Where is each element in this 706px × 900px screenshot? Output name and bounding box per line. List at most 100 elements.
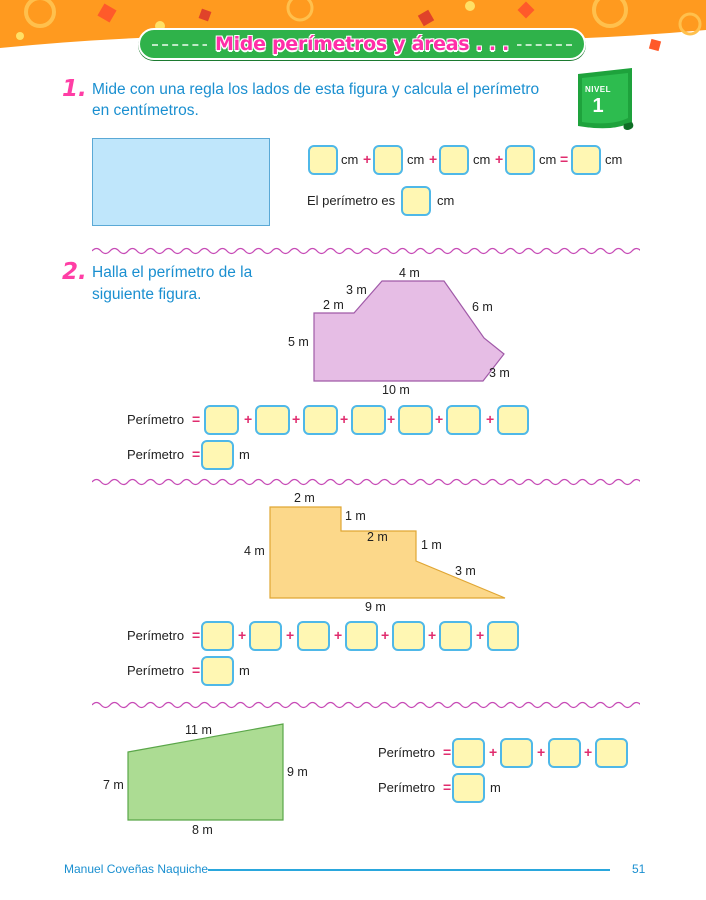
- fig-a-box-3[interactable]: [303, 405, 338, 435]
- fig-a-step: 2 m: [323, 298, 344, 312]
- fig-c-box-4[interactable]: [595, 738, 628, 768]
- q1-side-box-2[interactable]: [373, 145, 403, 175]
- wave-divider: [92, 701, 640, 709]
- fig-b-bottom: 9 m: [365, 600, 386, 614]
- fig-a-plus-5: +: [435, 411, 444, 427]
- q1-plus-1: +: [363, 151, 372, 167]
- q1-result-unit: cm: [437, 193, 455, 208]
- fig-a-perimeter-label: Perímetro: [127, 412, 185, 427]
- fig-c-result-box[interactable]: [452, 773, 485, 803]
- fig-b-box-5[interactable]: [392, 621, 425, 651]
- fig-c-right: 9 m: [287, 765, 308, 779]
- q1-side-box-1[interactable]: [308, 145, 338, 175]
- fig-b-box-4[interactable]: [345, 621, 378, 651]
- fig-c-perimeter-label: Perímetro: [378, 745, 436, 760]
- fig-c-plus-3: +: [584, 744, 593, 760]
- q1-result-box[interactable]: [401, 186, 431, 216]
- fig-c-box-3[interactable]: [548, 738, 581, 768]
- fig-a-box-4[interactable]: [351, 405, 386, 435]
- fig-c-left: 7 m: [103, 778, 124, 792]
- question-2-text-line1: Halla el perímetro de la: [92, 264, 253, 281]
- fig-a-equals: =: [192, 411, 201, 427]
- fig-b-box-3[interactable]: [297, 621, 330, 651]
- q1-unit-3: cm: [473, 152, 491, 167]
- fig-c-equals-2: =: [443, 779, 452, 795]
- fig-b-slant: 3 m: [455, 564, 476, 578]
- q1-rectangle: [92, 138, 270, 226]
- q1-unit-2: cm: [407, 152, 425, 167]
- fig-c-box-2[interactable]: [500, 738, 533, 768]
- fig-b-plus-3: +: [334, 627, 343, 643]
- q1-side-box-4[interactable]: [505, 145, 535, 175]
- question-1-text-line2: en centímetros.: [92, 102, 199, 119]
- fig-a-plus-4: +: [387, 411, 396, 427]
- nivel-label: NIVEL: [584, 85, 612, 94]
- fig-b-top: 2 m: [294, 491, 315, 505]
- question-2-number: 2.: [62, 259, 87, 285]
- q1-unit-5: cm: [605, 152, 623, 167]
- fig-b-plus-6: +: [476, 627, 485, 643]
- footer-author: Manuel Coveñas Naquiche: [64, 862, 209, 876]
- fig-c-box-1[interactable]: [452, 738, 485, 768]
- page-title: Mide perímetros y áreas . . .: [206, 33, 517, 55]
- fig-b-result-box[interactable]: [201, 656, 234, 686]
- fig-b-result-unit: m: [239, 663, 250, 678]
- title-banner: Mide perímetros y áreas . . .: [138, 28, 586, 60]
- q1-sum-box[interactable]: [571, 145, 601, 175]
- fig-b-equals-2: =: [192, 662, 201, 678]
- fig-a-right-upper: 6 m: [472, 300, 493, 314]
- fig-a-box-2[interactable]: [255, 405, 290, 435]
- q1-unit-4: cm: [539, 152, 557, 167]
- fig-b-box-2[interactable]: [249, 621, 282, 651]
- fig-b-perimeter-label-2: Perímetro: [127, 663, 185, 678]
- fig-c-plus-2: +: [537, 744, 546, 760]
- fig-a-box-6[interactable]: [446, 405, 481, 435]
- fig-a-right-lower: 3 m: [489, 366, 510, 380]
- fig-a-upper-left: 3 m: [346, 283, 367, 297]
- fig-a-perimeter-label-2: Perímetro: [127, 447, 185, 462]
- fig-b-box-7[interactable]: [487, 621, 519, 651]
- fig-b-step-v2: 1 m: [421, 538, 442, 552]
- footer-rule: [208, 869, 610, 871]
- fig-a-plus-6: +: [486, 411, 495, 427]
- fig-b-plus-2: +: [286, 627, 295, 643]
- fig-a-box-1[interactable]: [204, 405, 239, 435]
- fig-a-result-box[interactable]: [201, 440, 234, 470]
- question-2-text-line2: siguiente figura.: [92, 286, 202, 303]
- fig-c-plus-1: +: [489, 744, 498, 760]
- fig-a-top: 4 m: [399, 266, 420, 280]
- q1-unit-1: cm: [341, 152, 359, 167]
- fig-b-perimeter-label: Perímetro: [127, 628, 185, 643]
- fig-c-equals: =: [443, 744, 452, 760]
- fig-a-bottom: 10 m: [382, 383, 410, 397]
- fig-b-box-1[interactable]: [201, 621, 234, 651]
- q1-side-box-3[interactable]: [439, 145, 469, 175]
- q1-plus-3: +: [495, 151, 504, 167]
- fig-a-plus-3: +: [340, 411, 349, 427]
- fig-c-bottom: 8 m: [192, 823, 213, 837]
- question-1-number: 1.: [62, 76, 87, 102]
- fig-a-equals-2: =: [192, 446, 201, 462]
- nivel-number: 1: [592, 95, 604, 117]
- fig-a-result-unit: m: [239, 447, 250, 462]
- fig-b-step-h: 2 m: [367, 530, 388, 544]
- fig-b-plus-5: +: [428, 627, 437, 643]
- fig-b-plus-4: +: [381, 627, 390, 643]
- wave-divider: [92, 478, 640, 486]
- fig-a-box-7[interactable]: [497, 405, 529, 435]
- q1-equals: =: [560, 151, 569, 167]
- nivel-flag-icon: [578, 68, 634, 130]
- fig-b-plus-1: +: [238, 627, 247, 643]
- fig-c-perimeter-label-2: Perímetro: [378, 780, 436, 795]
- fig-a-plus-2: +: [292, 411, 301, 427]
- fig-a-left: 5 m: [288, 335, 309, 349]
- fig-a-box-5[interactable]: [398, 405, 433, 435]
- fig-b-step-v1: 1 m: [345, 509, 366, 523]
- page-number: 51: [632, 862, 646, 876]
- fig-a-plus-1: +: [244, 411, 253, 427]
- question-1-text-line1: Mide con una regla los lados de esta fig…: [92, 81, 540, 98]
- wave-divider: [92, 247, 640, 255]
- fig-b-equals: =: [192, 627, 201, 643]
- fig-b-box-6[interactable]: [439, 621, 472, 651]
- fig-c-top: 11 m: [185, 723, 212, 737]
